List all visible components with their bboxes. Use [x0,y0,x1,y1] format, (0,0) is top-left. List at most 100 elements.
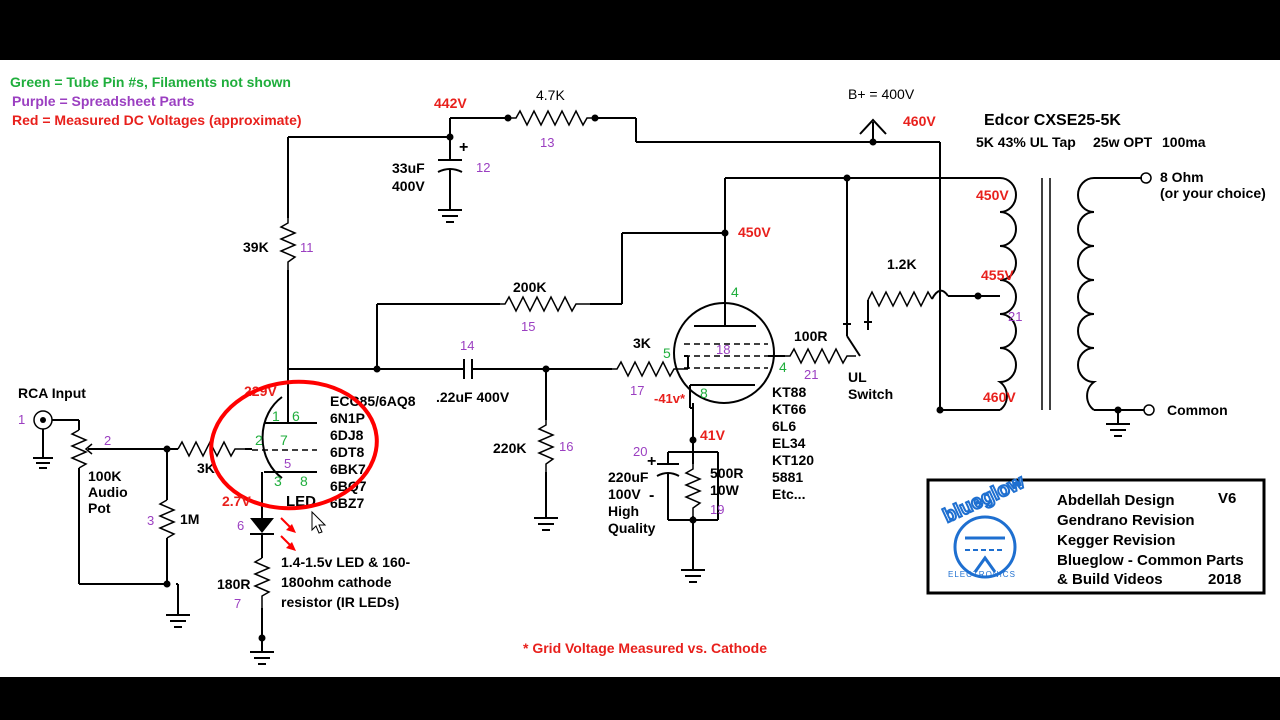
preamp-tube-alternates: 6N1P 6DJ8 6DT8 6BK7 6BQ7 6BZ7 [330,410,367,511]
pin-6: 6 [292,408,300,424]
tube-alt: 6BZ7 [330,495,364,511]
part-num-2: 2 [104,433,111,448]
voltage-460-top: 460V [903,113,936,129]
pot-label-1: 100K [88,468,121,484]
voltage-450-xfmr: 450V [976,187,1009,203]
legend-red: Red = Measured DC Voltages (approximate) [12,112,302,128]
tube-alt: KT88 [772,384,806,400]
part-num-15: 18 [716,342,730,357]
label-r-200k: 200K [513,279,546,295]
plus-sign-cap17: + [647,453,656,470]
tube-alt: KT120 [772,452,814,468]
schematic-svg: Green = Tube Pin #s, Filaments not shown… [10,74,1266,665]
credit-line-2: Gendrano Revision [1057,512,1195,529]
label-cap-33uf-v: 400V [392,178,425,194]
part-num-14: 17 [630,383,644,398]
rca-input-label: RCA Input [18,385,86,401]
transformer-spec-1: 5K 43% UL Tap [976,134,1076,150]
minus-sign-cap17: - [649,487,654,504]
pin-2: 2 [255,432,263,448]
tube-alt: EL34 [772,435,806,451]
label-r-500r: 500R [710,465,743,481]
part-num-9: 12 [476,160,490,175]
label-r-180r: 180R [217,576,250,592]
label-r-39k: 39K [243,239,269,255]
part-num-16: 19 [710,502,724,517]
ul-switch-label-1: UL [848,369,867,385]
pin-3-plate: 4 [731,284,739,300]
voltage-41: 41V [700,427,726,443]
credit-line-1: Abdellah Design [1057,492,1175,509]
label-r-100r: 100R [794,328,827,344]
ul-switch-network [785,178,982,365]
legend-purple: Purple = Spreadsheet Parts [12,93,195,109]
label-cap-220uf: 220uF [608,469,649,485]
voltage-442: 442V [434,95,467,111]
transformer-spec-3: 100ma [1162,134,1206,150]
power-tube-alternates: KT88 KT66 6L6 EL34 KT120 5881 Etc... [772,384,814,502]
credit-line-5: & Build Videos [1057,571,1163,588]
part-num-18: 21 [804,367,818,382]
blueglow-logo-icon [953,515,1017,579]
label-bplus: B+ = 400V [848,86,915,102]
label-cap-220uf-q1: High [608,503,639,519]
b-plus-rail [288,109,941,410]
pot-label-3: Pot [88,500,111,516]
credit-version: V6 [1218,490,1236,507]
tube-alt: 6BK7 [330,461,366,477]
output-transformer [847,172,1155,437]
pin-8-cathode: 8 [700,385,708,401]
label-cap-220uf-v: 100V [608,486,641,502]
tube-alt: Etc... [772,486,805,502]
output-choice: (or your choice) [1160,185,1266,201]
part-num-11: 14 [460,338,474,353]
part-num-17: 20 [633,444,647,459]
preamp-tube-name: ECC85/6AQ8 [330,393,416,409]
led-note-1: 1.4-1.5v LED & 160- [281,554,411,570]
mouse-cursor-icon [311,510,327,534]
credit-line-3: Kegger Revision [1057,532,1175,549]
voltage-460-xfmr: 460V [983,389,1016,405]
credits-box: blueglow ELECTRONICS [926,470,1266,595]
output-8ohm: 8 Ohm [1160,169,1204,185]
led-note-2: 180ohm cathode [281,574,392,590]
preamp-tube [245,390,317,515]
plus-sign-cap9: + [459,139,468,156]
label-r-220k: 220K [493,440,526,456]
legend-green: Green = Tube Pin #s, Filaments not shown [10,74,291,90]
pot-label-2: Audio [88,484,128,500]
pin-4-screen: 4 [779,359,787,375]
credit-line-4: Blueglow - Common Parts [1057,552,1244,569]
label-cap-22uf: .22uF 400V [436,389,510,405]
schematic-canvas: Green = Tube Pin #s, Filaments not shown… [0,60,1280,677]
tube-alt: 6L6 [772,418,796,434]
part-num-21: 21 [1008,309,1022,324]
label-cap-33uf: 33uF [392,160,425,176]
label-r-3k-input: 3K [197,460,215,476]
part-num-8: 11 [300,240,314,255]
pin-1: 1 [272,408,280,424]
voltage-450-plate: 450V [738,224,771,240]
transformer-name: Edcor CXSE25-5K [984,112,1121,129]
pin-3: 3 [274,473,282,489]
tube-alt: 6DT8 [330,444,364,460]
label-r-4-7k: 4.7K [536,87,565,103]
part-num-1: 1 [18,412,25,427]
transformer-spec-2: 25w OPT [1093,134,1153,150]
pin-5-grid: 5 [663,345,671,361]
output-common: Common [1167,402,1228,418]
label-r-1-2k: 1.2K [887,256,917,272]
part-num-6: 6 [237,518,244,533]
voltage-2-7: 2.7V [222,493,251,509]
label-r-1m: 1M [180,511,199,527]
part-num-13: 16 [559,439,573,454]
annotation-circle [209,379,379,511]
tube-alt: 6N1P [330,410,365,426]
credit-year: 2018 [1208,571,1241,588]
led-bias-network [250,515,296,665]
voltage-grid: -41v* [654,391,686,406]
plate-resistor-39k [279,137,297,390]
label-r-3k-grid: 3K [633,335,651,351]
part-num-5: 5 [284,456,291,471]
part-num-3: 3 [147,513,154,528]
